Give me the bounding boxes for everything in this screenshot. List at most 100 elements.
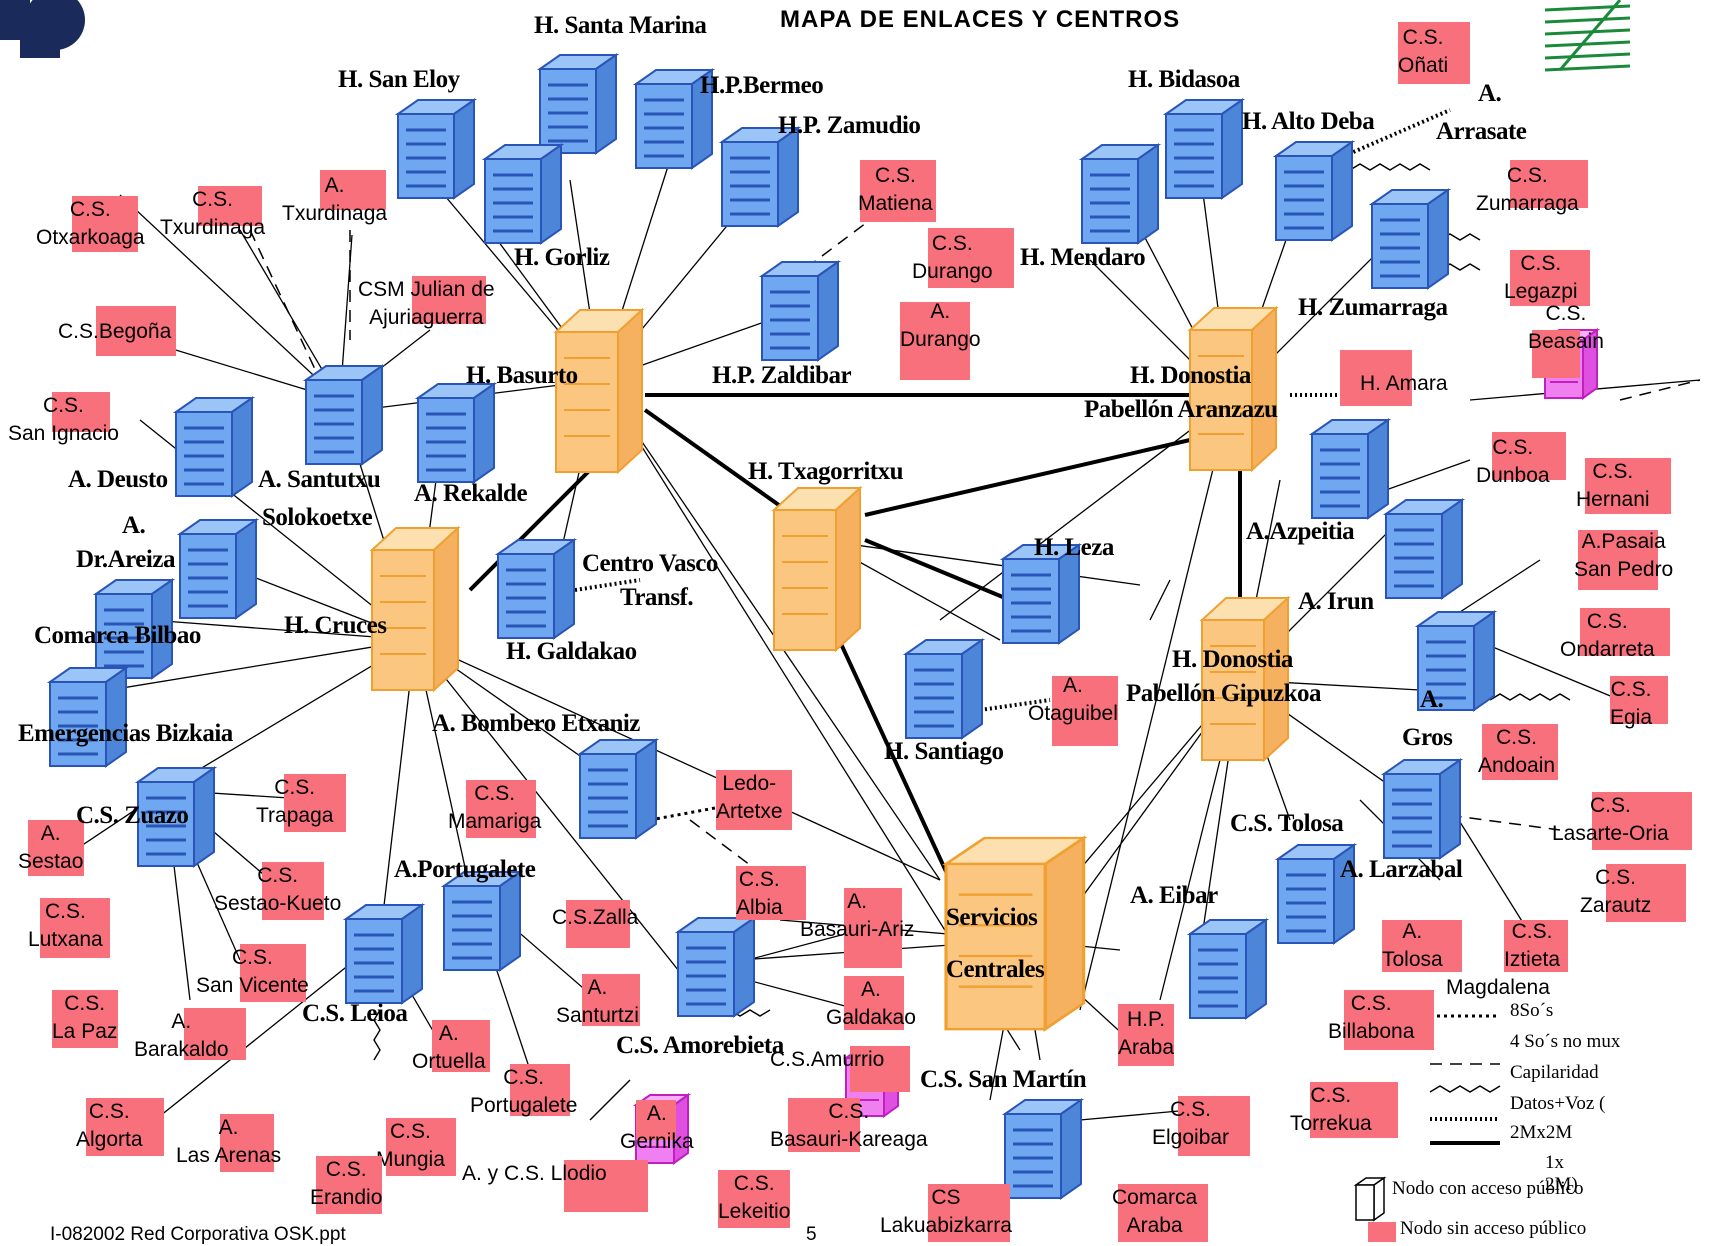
node-label: A. Galdakao — [826, 978, 916, 1029]
node-label: C.S. Oñati — [1398, 26, 1449, 77]
osakidetza-logo-icon — [1544, 0, 1631, 72]
site-label: H. Basurto — [466, 362, 578, 389]
node-label: C.S. Elgoibar — [1152, 1098, 1230, 1149]
site-label: H. Cruces — [284, 612, 387, 639]
node-box — [1606, 864, 1686, 922]
site-label: H.P. Zaldibar — [712, 362, 852, 389]
node-box — [1340, 350, 1412, 406]
server-icon-zumarraga — [1370, 188, 1450, 290]
node-label: C.S. Trapaga — [256, 776, 334, 827]
node-box — [736, 866, 806, 920]
server-icon-amorebieta — [676, 916, 756, 1018]
node-box — [198, 186, 262, 226]
node-label: A.Pasaia San Pedro — [1574, 530, 1674, 581]
node-label: C.S. San Vicente — [196, 946, 309, 997]
site-label: H. Txagorritxu — [748, 458, 904, 485]
site-label: H. Donostia — [1130, 362, 1251, 389]
site-label: H. San Eloy — [338, 66, 460, 93]
legend-item-capilaridad: Capilaridad — [1510, 1062, 1599, 1083]
node-label: A. Basauri-Ariz — [800, 890, 915, 941]
node-label: C.S. Billabona — [1328, 992, 1415, 1043]
node-box — [432, 1020, 490, 1072]
node-label: C.S. Zumarraga — [1476, 164, 1579, 215]
server-icon-gorliz — [483, 143, 563, 245]
site-label: A.Azpeitia — [1246, 518, 1355, 545]
hub-icon-servicios-centrales — [944, 836, 1086, 1031]
node-label: H. Amara — [1360, 372, 1448, 395]
site-label: H. Zumarraga — [1298, 294, 1448, 321]
logo-icon — [0, 0, 85, 58]
node-label: A. Tolosa — [1382, 920, 1443, 971]
server-icon-larzabal — [1382, 758, 1462, 860]
node-label: C.S. Andoain — [1478, 726, 1556, 777]
server-icon-rekalde — [416, 382, 496, 484]
site-label: C.S. Zuazo — [76, 802, 189, 829]
node-label: C.S. La Paz — [52, 992, 118, 1043]
links-striped — [574, 108, 1500, 1121]
node-label: H.P. Araba — [1118, 1008, 1175, 1059]
node-label: C.S. Mungia — [376, 1120, 445, 1171]
site-label: H. Mendaro — [1020, 244, 1146, 271]
server-icon-portugalete — [442, 870, 522, 972]
node-label: A. y C.S. Llodio — [462, 1162, 607, 1185]
node-label: Magdalena — [1446, 976, 1550, 999]
site-label: Transf. — [620, 584, 694, 611]
server-icon-leioa — [344, 903, 424, 1005]
site-label: Emergencias Bizkaia — [18, 720, 233, 747]
node-box — [860, 160, 936, 222]
node-label: C.S. San Ignacio — [8, 394, 119, 445]
node-box — [1382, 920, 1462, 972]
node-box — [1578, 530, 1658, 590]
legend-public-icon — [1353, 1176, 1387, 1222]
node-box — [52, 392, 110, 432]
node-label: A. Durango — [900, 300, 981, 351]
site-label: C.S. Tolosa — [1230, 810, 1344, 837]
site-label: H.P.Bermeo — [700, 72, 824, 99]
node-label: C.S. Durango — [912, 232, 993, 283]
legend-item-8sos: 8So´s — [1510, 1000, 1554, 1021]
node-box — [1510, 160, 1588, 208]
node-box — [900, 302, 970, 380]
site-label: H. Donostia — [1172, 646, 1293, 673]
node-label: A. Santurtzi — [556, 976, 639, 1027]
node-box — [28, 820, 84, 876]
node-label: C.S. Lekeitio — [718, 1172, 791, 1223]
footer-file: I-082002 Red Corporativa OSK.ppt — [50, 1224, 346, 1245]
server-icon-irun — [1384, 498, 1464, 600]
node-box — [1118, 1004, 1174, 1066]
site-label: H. Alto Deba — [1242, 108, 1375, 135]
node-box — [1310, 1082, 1398, 1138]
node-box — [566, 900, 630, 948]
node-label: C.S. Lutxana — [28, 900, 103, 951]
node-label: C.S. Basauri-Kareaga — [770, 1100, 928, 1151]
node-label: C.S. Mamariga — [448, 782, 542, 833]
server-icon-deusto — [174, 396, 254, 498]
node-box — [86, 1098, 164, 1156]
site-label: C.S. Amorebieta — [616, 1032, 784, 1059]
node-label: C.S. Egia — [1610, 678, 1653, 729]
node-box — [40, 898, 110, 958]
node-box — [412, 276, 486, 324]
node-label: C.S. Otxarkoaga — [36, 198, 145, 249]
site-label: A.Portugalete — [394, 856, 536, 883]
node-label: C.S. Legazpi — [1504, 252, 1578, 303]
links-thick — [468, 393, 1500, 1145]
legend-item-2mx2m: 2Mx2M — [1510, 1122, 1573, 1143]
node-box — [1482, 724, 1558, 780]
server-icon-azpeitia — [1310, 418, 1390, 520]
server-icon-emergencias — [48, 666, 128, 768]
site-label: H. Galdakao — [506, 638, 637, 665]
server-icon-areiza — [178, 518, 258, 620]
node-box — [850, 1046, 910, 1092]
node-box — [582, 974, 640, 1026]
node-box — [1118, 1184, 1208, 1242]
hub-icon-basurto — [555, 309, 643, 473]
server-icon-san-martin — [1003, 1098, 1083, 1200]
server-icon-centro-vasco — [496, 538, 576, 640]
site-label: Centro Vasco — [582, 550, 718, 577]
node-label: C.S. Sestao-Kueto — [214, 864, 342, 915]
site-label: A. — [1420, 686, 1444, 713]
server-icon-santiago — [904, 638, 984, 740]
node-box — [220, 1114, 274, 1172]
site-label: Servicios — [946, 904, 1038, 931]
